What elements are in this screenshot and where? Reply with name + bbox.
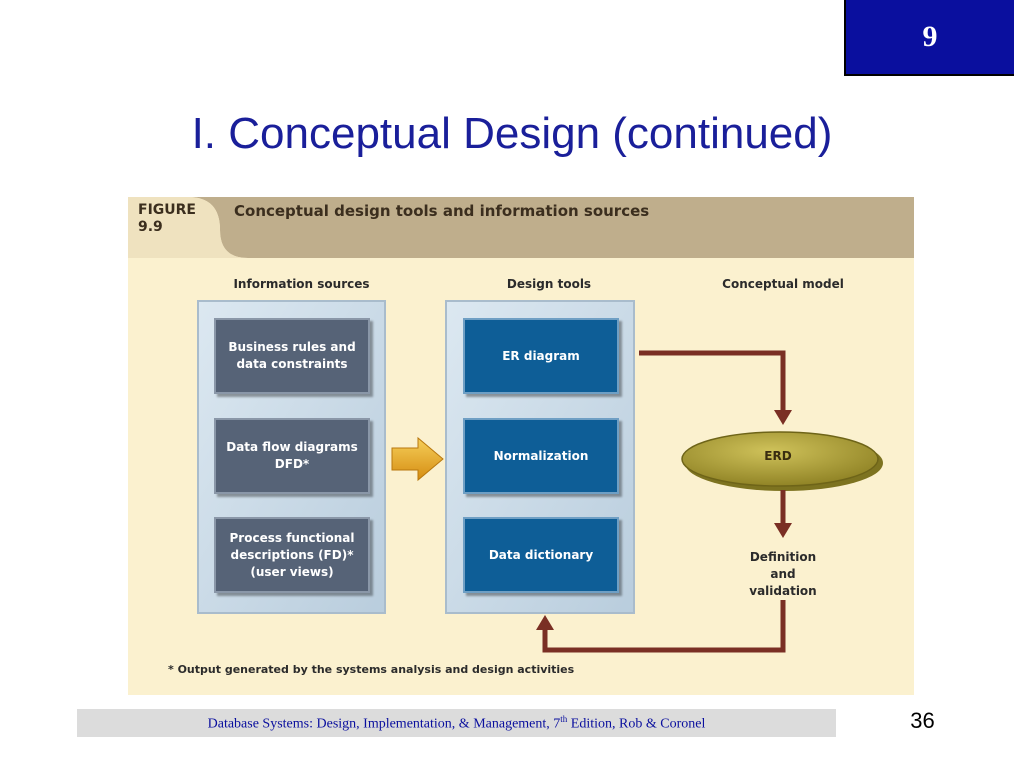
footer-text-tail: Edition, Rob & Coronel xyxy=(567,716,706,732)
connector-feedback-loop xyxy=(542,600,786,653)
figure-label-tab xyxy=(128,197,248,258)
arrowhead-down-icon xyxy=(774,523,792,538)
chapter-badge: 9 xyxy=(844,0,1014,76)
tool-box-data-dictionary: Data dictionary xyxy=(463,517,619,593)
figure-footnote: * Output generated by the systems analys… xyxy=(168,663,575,676)
arrowhead-down-icon xyxy=(774,410,792,425)
figure-title: Conceptual design tools and information … xyxy=(234,202,650,220)
column-heading-sources: Information sources xyxy=(233,277,370,291)
connector-er-to-erd xyxy=(639,350,786,412)
arrowhead-up-icon xyxy=(536,615,554,630)
figure-label: FIGURE 9.9 xyxy=(138,202,196,235)
source-box-business-rules: Business rules and data constraints xyxy=(214,318,370,394)
footer-superscript: th xyxy=(560,713,568,724)
source-box-data-flow: Data flow diagrams DFD* xyxy=(214,418,370,494)
source-box-process-functional: Process functional descriptions (FD)* (u… xyxy=(214,517,370,593)
footer-bar: Database Systems: Design, Implementation… xyxy=(77,709,836,737)
definition-label: Definition and validation xyxy=(749,550,817,598)
tool-box-normalization: Normalization xyxy=(463,418,619,494)
figure-header-band xyxy=(128,197,914,258)
erd-ellipse xyxy=(681,431,879,487)
erd-label: ERD xyxy=(764,449,792,463)
yellow-arrow-icon xyxy=(391,436,444,482)
tool-box-er-diagram: ER diagram xyxy=(463,318,619,394)
column-heading-tools: Design tools xyxy=(506,277,592,291)
footer-text-main: Database Systems: Design, Implementation… xyxy=(207,716,561,732)
figure: FIGURE 9.9 Conceptual design tools and i… xyxy=(128,197,914,695)
page-number: 36 xyxy=(910,708,935,733)
column-heading-model: Conceptual model xyxy=(722,277,844,291)
slide-title: I. Conceptual Design (continued) xyxy=(191,109,833,158)
footer-text: Database Systems: Design, Implementation… xyxy=(208,714,706,733)
